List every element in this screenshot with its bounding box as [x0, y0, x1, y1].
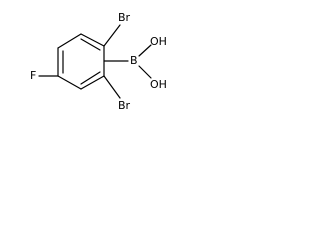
atom-labels: Br Br F B OH OH: [30, 11, 167, 112]
bond-c2-c3: [57, 33, 82, 49]
atom-boron: B: [130, 54, 138, 67]
double-bond-c5-c6: [80, 71, 101, 85]
atom-oh-lower: OH: [150, 78, 167, 91]
bond-b-oh-lower: [138, 65, 152, 79]
bond-c1-c2: [80, 33, 105, 47]
double-bond-c1-c2: [80, 38, 101, 51]
structure-canvas: Br Br F B OH OH: [0, 0, 204, 155]
atom-br-top: Br: [118, 11, 131, 24]
atom-oh-upper: OH: [150, 35, 167, 48]
bond-c1-br-top: [103, 24, 121, 47]
atom-br-bottom: Br: [118, 99, 131, 112]
benzene-ring: [57, 33, 105, 90]
structural-formula: Br Br F B OH OH: [30, 11, 167, 112]
substituent-bonds: [38, 24, 152, 99]
bond-c4-c5: [57, 75, 82, 90]
bond-b-oh-upper: [138, 44, 152, 57]
atom-fluorine: F: [30, 69, 36, 82]
bond-c5-br-bottom: [103, 75, 121, 99]
bond-c5-c6: [80, 75, 105, 90]
